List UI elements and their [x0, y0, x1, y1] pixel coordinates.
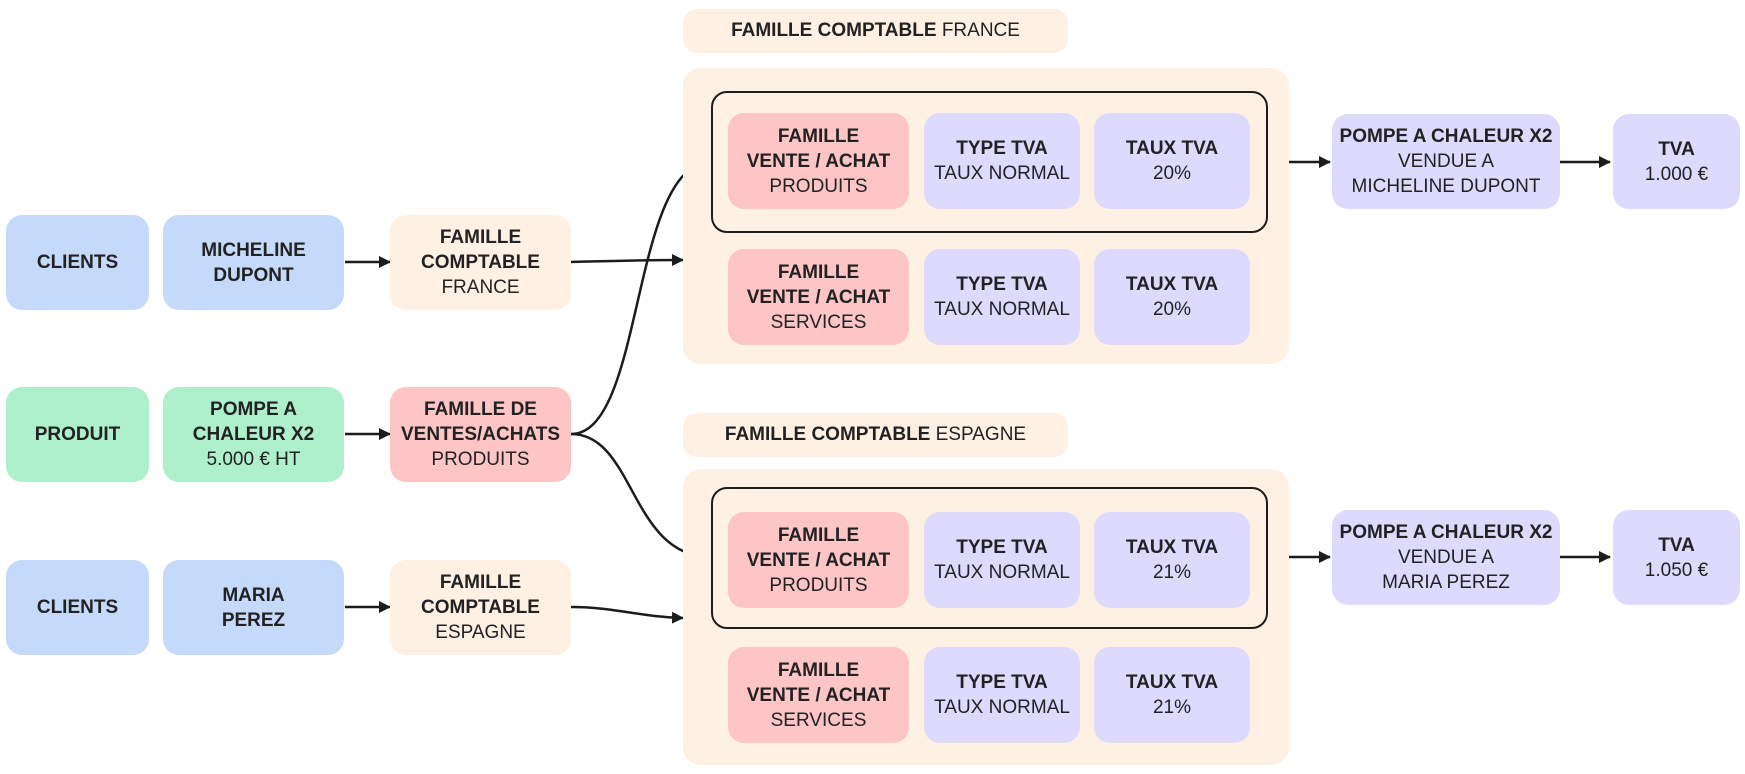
- france-type-tva-2: TYPE TVA TAUX NORMAL: [924, 249, 1080, 345]
- taux-tva-value: 21%: [1152, 697, 1192, 718]
- client-micheline-dupont: MICHELINE DUPONT: [163, 215, 344, 310]
- espagne-famille-services: FAMILLE VENTE / ACHAT SERVICES: [728, 647, 909, 743]
- type-tva-title: TYPE TVA: [956, 537, 1048, 558]
- famille-comptable-espagne-box: FAMILLE COMPTABLE ESPAGNE: [390, 560, 571, 655]
- taux-tva-title: TAUX TVA: [1125, 138, 1219, 159]
- espagne-header-bold: FAMILLE COMPTABLE: [724, 424, 931, 445]
- espagne-taux-tva-1: TAUX TVA 21%: [1094, 512, 1250, 608]
- taux-tva-value: 20%: [1152, 163, 1192, 184]
- client-name-line-1: MARIA: [222, 584, 285, 606]
- espagne-type-tva-2: TYPE TVA TAUX NORMAL: [924, 647, 1080, 743]
- france-famille-services: FAMILLE VENTE / ACHAT SERVICES: [728, 249, 909, 345]
- espagne-selected-group: [711, 487, 1268, 629]
- result-line-1: VENDUE A: [1397, 151, 1495, 172]
- tva-title: TVA: [1658, 138, 1695, 160]
- result-line-2: MICHELINE DUPONT: [1351, 176, 1541, 197]
- famille-title-line-2: VENTE / ACHAT: [746, 684, 891, 706]
- famille-value: PRODUITS: [769, 574, 868, 596]
- arrow-famille-espagne-to-panel: [570, 605, 684, 624]
- espagne-result-box: POMPE A CHALEUR X2 VENDUE A MARIA PEREZ: [1332, 510, 1560, 605]
- famille-ventes-achats-box: FAMILLE DE VENTES/ACHATS PRODUITS: [390, 387, 571, 482]
- france-taux-tva-1: TAUX TVA 20%: [1094, 113, 1250, 209]
- client-name-line-2: PEREZ: [221, 609, 286, 631]
- famille-ventes-title-line-1: FAMILLE DE: [424, 399, 537, 420]
- france-famille-produits: FAMILLE VENTE / ACHAT PRODUITS: [728, 113, 909, 209]
- espagne-famille-produits: FAMILLE VENTE / ACHAT PRODUITS: [728, 512, 909, 608]
- clients-box-2: CLIENTS: [6, 560, 149, 655]
- famille-title-line-1: FAMILLE: [777, 659, 860, 681]
- famille-ventes-value: PRODUITS: [431, 449, 530, 470]
- france-header-bold: FAMILLE COMPTABLE: [731, 20, 937, 41]
- famille-title-line-1: FAMILLE: [777, 261, 860, 283]
- type-tva-value: TAUX NORMAL: [934, 163, 1070, 184]
- tva-value: 1.000 €: [1644, 163, 1709, 185]
- famille-title-line-2: VENTE / ACHAT: [746, 286, 891, 308]
- type-tva-title: TYPE TVA: [956, 672, 1048, 693]
- famille-comptable-france-box: FAMILLE COMPTABLE FRANCE: [390, 215, 571, 310]
- espagne-taux-tva-2: TAUX TVA 21%: [1094, 647, 1250, 743]
- famille-value: PRODUITS: [769, 175, 868, 197]
- espagne-type-tva-1: TYPE TVA TAUX NORMAL: [924, 512, 1080, 608]
- france-taux-tva-2: TAUX TVA 20%: [1094, 249, 1250, 345]
- type-tva-title: TYPE TVA: [956, 138, 1048, 159]
- taux-tva-title: TAUX TVA: [1125, 537, 1219, 558]
- france-selected-group: [711, 91, 1268, 233]
- taux-tva-title: TAUX TVA: [1125, 274, 1219, 295]
- product-pompe-box: POMPE A CHALEUR X2 5.000 € HT: [163, 387, 344, 482]
- espagne-header-value: ESPAGNE: [935, 424, 1027, 445]
- result-line-1: VENDUE A: [1397, 547, 1495, 568]
- taux-tva-value: 21%: [1152, 562, 1192, 583]
- type-tva-value: TAUX NORMAL: [934, 562, 1070, 583]
- famille-value: ESPAGNE: [435, 622, 526, 643]
- espagne-tva-box: TVA 1.050 €: [1613, 510, 1740, 605]
- famille-ventes-title-line-2: VENTES/ACHATS: [400, 424, 561, 445]
- famille-title-line-2: COMPTABLE: [421, 597, 540, 618]
- famille-title-line-2: COMPTABLE: [421, 252, 540, 273]
- type-tva-value: TAUX NORMAL: [934, 299, 1070, 320]
- client-maria-perez: MARIA PEREZ: [163, 560, 344, 655]
- famille-title-line-2: VENTE / ACHAT: [746, 549, 891, 571]
- france-tva-box: TVA 1.000 €: [1613, 114, 1740, 209]
- france-header-value: FRANCE: [941, 20, 1020, 41]
- type-tva-value: TAUX NORMAL: [934, 697, 1070, 718]
- famille-title-line-1: FAMILLE: [439, 572, 522, 593]
- client-name-line-1: MICHELINE: [201, 239, 306, 261]
- france-result-box: POMPE A CHALEUR X2 VENDUE A MICHELINE DU…: [1332, 114, 1560, 209]
- produit-box: PRODUIT: [6, 387, 149, 482]
- client-name-line-2: DUPONT: [213, 264, 294, 286]
- clients-box-1: CLIENTS: [6, 215, 149, 310]
- result-title: POMPE A CHALEUR X2: [1339, 126, 1553, 147]
- famille-title-line-1: FAMILLE: [439, 227, 522, 248]
- famille-value: SERVICES: [770, 709, 867, 731]
- taux-tva-title: TAUX TVA: [1125, 672, 1219, 693]
- famille-value: FRANCE: [441, 277, 520, 298]
- result-title: POMPE A CHALEUR X2: [1339, 522, 1553, 543]
- espagne-header: FAMILLE COMPTABLE ESPAGNE: [683, 413, 1068, 457]
- product-name-line-1: POMPE A: [210, 399, 297, 420]
- france-header: FAMILLE COMPTABLE FRANCE: [683, 9, 1068, 53]
- famille-title-line-2: VENTE / ACHAT: [746, 150, 891, 172]
- clients-label: CLIENTS: [36, 597, 119, 618]
- france-type-tva-1: TYPE TVA TAUX NORMAL: [924, 113, 1080, 209]
- tva-value: 1.050 €: [1644, 559, 1709, 581]
- result-line-2: MARIA PEREZ: [1382, 572, 1510, 593]
- product-price: 5.000 € HT: [206, 449, 301, 470]
- clients-label: CLIENTS: [36, 252, 119, 273]
- tva-title: TVA: [1658, 534, 1695, 556]
- type-tva-title: TYPE TVA: [956, 274, 1048, 295]
- product-name-line-2: CHALEUR X2: [192, 424, 315, 445]
- produit-label: PRODUIT: [34, 424, 121, 445]
- famille-value: SERVICES: [770, 311, 867, 333]
- arrow-famille-france-to-panel: [570, 254, 684, 267]
- taux-tva-value: 20%: [1152, 299, 1192, 320]
- famille-title-line-1: FAMILLE: [777, 125, 860, 147]
- famille-title-line-1: FAMILLE: [777, 524, 860, 546]
